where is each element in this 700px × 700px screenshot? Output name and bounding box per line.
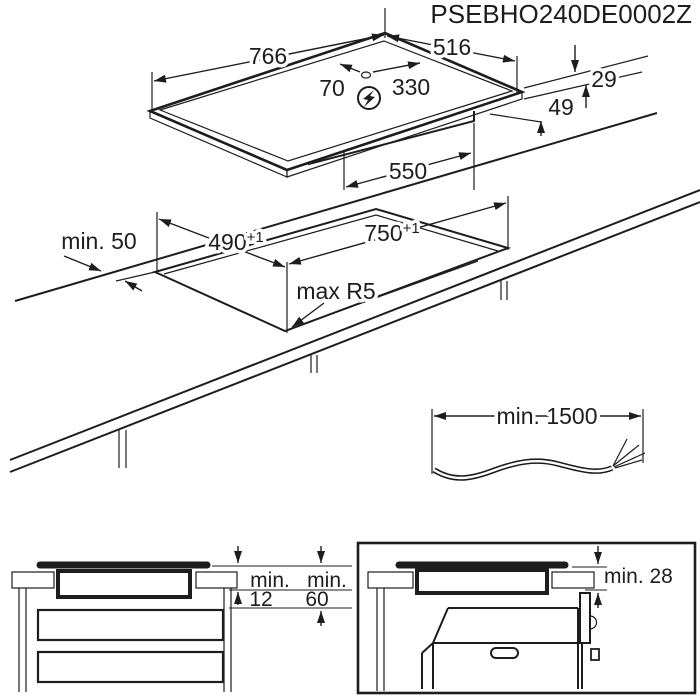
dim-line-490 [158, 218, 286, 268]
dim-label-depth: 516 [433, 34, 471, 60]
cabinet-legs [118, 281, 508, 468]
worktop-cutout-view: min. 50 490+1 750+1 max R5 [9, 112, 700, 473]
worktop-left [11, 571, 55, 589]
dim-label-wall-clearance: min. 50 [61, 228, 136, 254]
oven-hinge [590, 648, 600, 661]
oven-knob-icon [589, 615, 598, 630]
dim-label-min-1: min. [250, 569, 290, 592]
dim-label-width: 766 [249, 43, 287, 69]
worktop-front-bottom [9, 201, 700, 473]
worktop-right [551, 571, 595, 589]
dim-line-766 [153, 33, 385, 83]
dim-label-clearance-12: 12 [249, 588, 272, 611]
cutout-depth-tolerance: +1 [247, 229, 264, 246]
dim-label-cable-length: min. 1500 [496, 403, 597, 429]
dim-arrow-min50-b [124, 280, 143, 292]
cable-wire-ends [612, 438, 646, 469]
cutout-depth-value: 490 [208, 229, 246, 255]
dim-label-corner-radius: max R5 [296, 278, 375, 304]
dim-arrow-min50-a [63, 255, 102, 272]
dim-line-550 [345, 152, 472, 188]
power-cable-view: min. 1500 [431, 400, 646, 481]
drawer-front-1 [36, 608, 225, 642]
hob-box-section [56, 569, 192, 599]
oven-control-panel [579, 592, 591, 644]
dim-label-power-right: 330 [392, 74, 430, 100]
dim-label-box-width: 550 [389, 158, 427, 184]
dim-arrow-radius [291, 302, 325, 328]
dim-label-power-left: 70 [319, 75, 345, 101]
dim-label-clearance-60: 60 [305, 588, 328, 611]
dim-label-min-2: min. [307, 569, 347, 592]
dim-arrow-330 [372, 61, 421, 73]
power-connection-point [360, 71, 372, 79]
oven [421, 592, 600, 689]
dim-label-cutout-depth: 490+1 [208, 229, 263, 255]
hob-box-section [415, 568, 549, 595]
lightning-bolt-icon [363, 90, 375, 107]
dim-line-516 [386, 34, 516, 63]
panel-frame [356, 541, 697, 695]
worktop-right [195, 571, 238, 589]
dim-arrow-70 [339, 63, 361, 73]
cutout-width-tolerance: +1 [403, 220, 420, 237]
oven-clearance-view: min. 28 [356, 541, 697, 695]
cutout-inner-wall-front [291, 260, 479, 329]
hob-top-view: 766 516 70 330 29 49 550 [146, 8, 649, 190]
drawer-clearance-view: min. 12 min. 60 [11, 546, 352, 692]
power-cable-core [433, 459, 613, 480]
drawer-front-2 [36, 650, 225, 684]
cabinet-sides [376, 588, 385, 691]
dim-label-oven-clearance: min. 28 [604, 565, 673, 588]
cutout-width-value: 750 [364, 220, 402, 246]
worktop-front-top [9, 189, 700, 461]
dim-label-cutout-width: 750+1 [364, 220, 419, 246]
dim-line-750 [288, 202, 507, 265]
dim-label-top-height: 29 [591, 66, 617, 92]
oven-handle [490, 647, 519, 659]
worktop-left [367, 571, 414, 589]
dim-label-box-height: 49 [548, 94, 574, 120]
drawing-number: PSEBHO240DE0002Z [430, 0, 692, 29]
